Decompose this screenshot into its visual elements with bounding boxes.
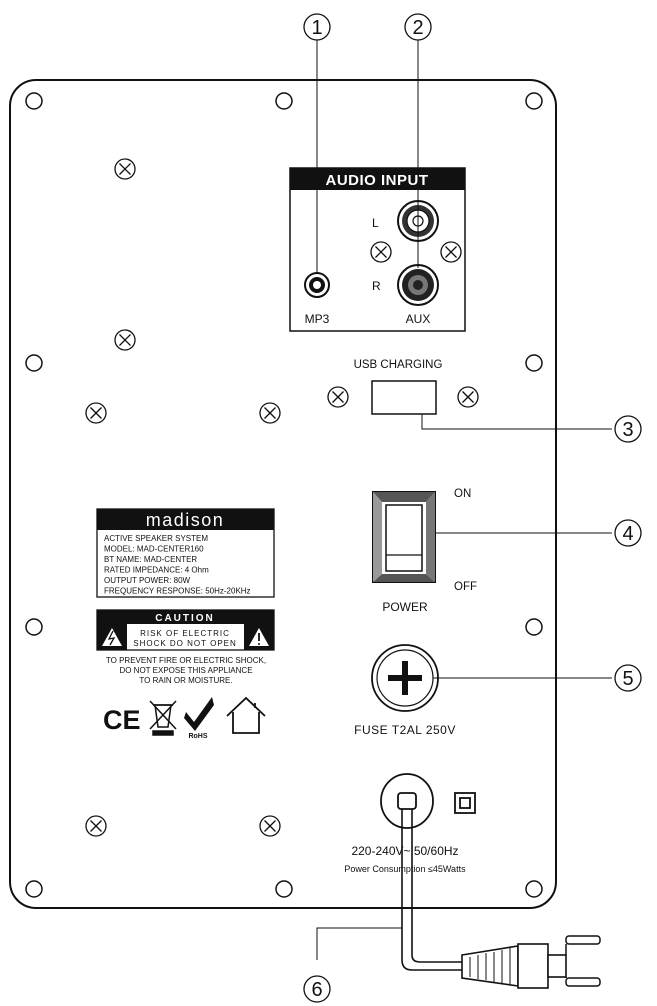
screws [85,158,479,837]
mounting-hole [25,92,43,110]
mp3-label: MP3 [305,312,330,326]
fuse-holder[interactable] [371,644,439,712]
screw-icon [370,241,392,263]
mains-voltage-label: 220-240V~ 50/60Hz [351,844,458,858]
callout-number: 5 [622,668,633,690]
mounting-hole [525,354,543,372]
audio-input-header [290,168,465,190]
warning-line: TO PREVENT FIRE OR ELECTRIC SHOCK, [106,656,266,665]
power-inlet [380,773,434,829]
double-insulation-icon [454,792,476,814]
switch-on-label: ON [454,488,471,500]
caution-line-1: RISK OF ELECTRIC [140,629,230,638]
mounting-hole [525,92,543,110]
audio-input-title: AUDIO INPUT [326,172,429,189]
callout-4: 4 [614,519,642,547]
rca-right-jack[interactable] [397,264,439,306]
mounting-hole [525,618,543,636]
screw-icon [327,386,349,408]
power-cord [401,809,470,971]
left-channel-label: L [372,216,379,230]
callout-5: 5 [614,664,642,692]
callout-number: 1 [311,17,322,39]
rohs-icon: RoHS [184,697,214,740]
caution-label: CAUTION RISK OF ELECTRIC SHOCK DO NOT OP… [96,609,275,651]
rating-line: RATED IMPEDANCE: 4 Ohm [104,566,209,575]
mounting-hole [25,618,43,636]
rating-line: BT NAME: MAD-CENTER [104,555,197,564]
power-label: POWER [382,600,428,614]
rating-line: MODEL: MAD-CENTER160 [104,545,204,554]
screw-icon [114,329,136,351]
mounting-hole [275,880,293,898]
caution-warnings: TO PREVENT FIRE OR ELECTRIC SHOCK, DO NO… [106,656,266,685]
callout-markers: 1 2 3 4 5 6 [303,13,642,1003]
callout-number: 4 [622,523,633,545]
rating-line: OUTPUT POWER: 80W [104,576,191,585]
warning-line: DO NOT EXPOSE THIS APPLIANCE [119,666,252,675]
callout-number: 6 [311,979,322,1001]
right-channel-label: R [372,279,381,293]
power-switch[interactable] [372,491,436,583]
usb-port[interactable] [371,380,437,415]
rating-line: FREQUENCY RESPONSE: 50Hz-20KHz [104,587,251,596]
power-plug[interactable] [461,935,601,989]
rear-panel [9,79,557,909]
rating-label: madison ACTIVE SPEAKER SYSTEM MODEL: MAD-… [96,508,275,598]
leader-lines [316,38,612,960]
svg-text:RoHS: RoHS [188,733,207,740]
screw-icon [259,815,281,837]
screw-icon [85,815,107,837]
screw-icon [114,158,136,180]
callout-number: 2 [412,17,423,39]
screw-icon [440,241,462,263]
mounting-hole [275,92,293,110]
mp3-jack[interactable] [304,272,330,298]
lightning-warning-icon [102,628,122,646]
fuse-label: FUSE T2AL 250V [354,723,456,737]
usb-charging-label: USB CHARGING [354,359,443,371]
ce-mark-icon: CE [103,705,141,735]
caution-title: CAUTION [155,613,215,624]
weee-bin-icon [149,700,177,736]
screw-icon [85,402,107,424]
screw-icon [457,386,479,408]
warning-line: TO RAIN OR MOISTURE. [139,676,232,685]
aux-label: AUX [406,312,431,326]
caution-line-2: SHOCK DO NOT OPEN [133,639,237,648]
callout-3: 3 [614,415,642,443]
power-consumption-label: Power Consumption ≤45Watts [344,864,466,874]
mounting-holes [25,92,543,898]
indoor-use-house-icon [226,696,266,734]
mounting-hole [525,880,543,898]
callout-number: 3 [622,419,633,441]
callout-2: 2 [404,13,432,41]
screw-icon [259,402,281,424]
brand-logo: madison [146,510,225,530]
rating-line: ACTIVE SPEAKER SYSTEM [104,534,208,543]
switch-off-label: OFF [454,581,477,593]
mounting-hole [25,354,43,372]
mounting-hole [25,880,43,898]
callout-1: 1 [303,13,331,41]
callout-6: 6 [303,975,331,1003]
